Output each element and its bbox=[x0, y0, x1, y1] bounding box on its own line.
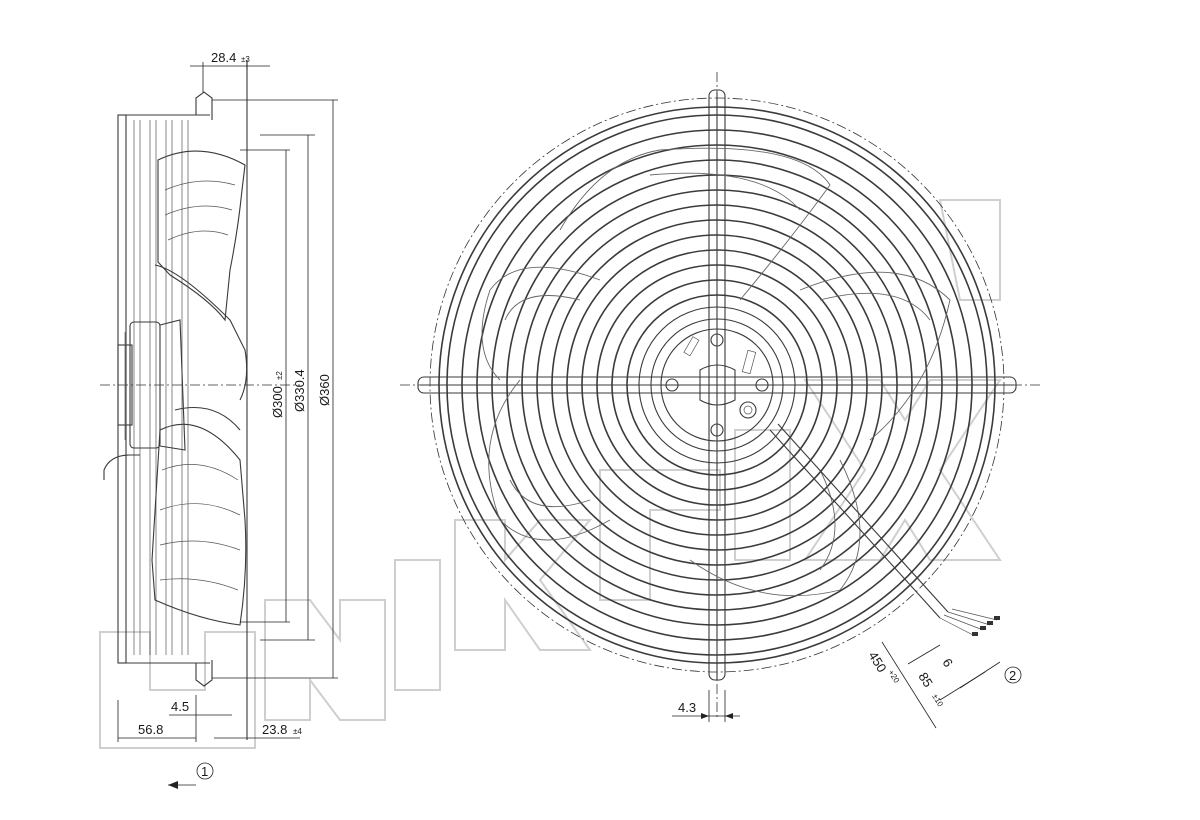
wire-dimension: 4.3 bbox=[672, 690, 740, 722]
power-cable bbox=[769, 423, 1000, 637]
dim-dia-300-tol: ±2 bbox=[275, 371, 284, 380]
cable-callout-circle bbox=[1004, 666, 1022, 684]
dim-dia-300-label: Ø300 bbox=[270, 386, 285, 418]
dim-85-label: 85 bbox=[915, 670, 935, 690]
front-view: 450 +20 85 ±10 6 2 4.3 bbox=[400, 72, 1040, 729]
dim-28-4-tol: ±3 bbox=[241, 55, 250, 64]
dim-23-8-tol: ±4 bbox=[293, 727, 302, 736]
dim-dia-360-label: Ø360 bbox=[317, 374, 332, 406]
guard-ribs bbox=[117, 91, 213, 687]
dim-4-3-label: 4.3 bbox=[678, 700, 696, 715]
cable-dimensions: 450 +20 85 ±10 6 2 bbox=[865, 641, 1022, 729]
motor-housing bbox=[103, 319, 186, 480]
side-blade-lower bbox=[151, 406, 247, 626]
side-blade-upper bbox=[154, 150, 248, 401]
dim-56-8-label: 56.8 bbox=[138, 722, 163, 737]
dim-6-label: 6 bbox=[939, 656, 956, 670]
airflow-callout-number: 1 bbox=[201, 764, 208, 779]
guard-struts bbox=[417, 89, 1017, 681]
dim-23-8-label: 23.8 bbox=[262, 722, 287, 737]
side-dimensions: 28.4 ±3 Ø300 ±2 Ø330.4 Ø360 4.5 56.8 23.… bbox=[117, 50, 338, 789]
cable-callout-number: 2 bbox=[1009, 668, 1016, 683]
dim-450-tol: +20 bbox=[886, 668, 901, 685]
motor-hub bbox=[638, 306, 796, 464]
dim-28-4-label: 28.4 bbox=[211, 50, 236, 65]
airflow-callout-circle bbox=[196, 762, 214, 780]
dim-4-5-label: 4.5 bbox=[171, 699, 189, 714]
airflow-arrowhead bbox=[168, 781, 178, 789]
side-view bbox=[100, 60, 300, 740]
dim-dia-330-label: Ø330.4 bbox=[292, 369, 307, 412]
dim-450-label: 450 bbox=[865, 649, 889, 675]
impeller-blades bbox=[481, 147, 951, 597]
dim-85-tol: ±10 bbox=[930, 692, 945, 709]
